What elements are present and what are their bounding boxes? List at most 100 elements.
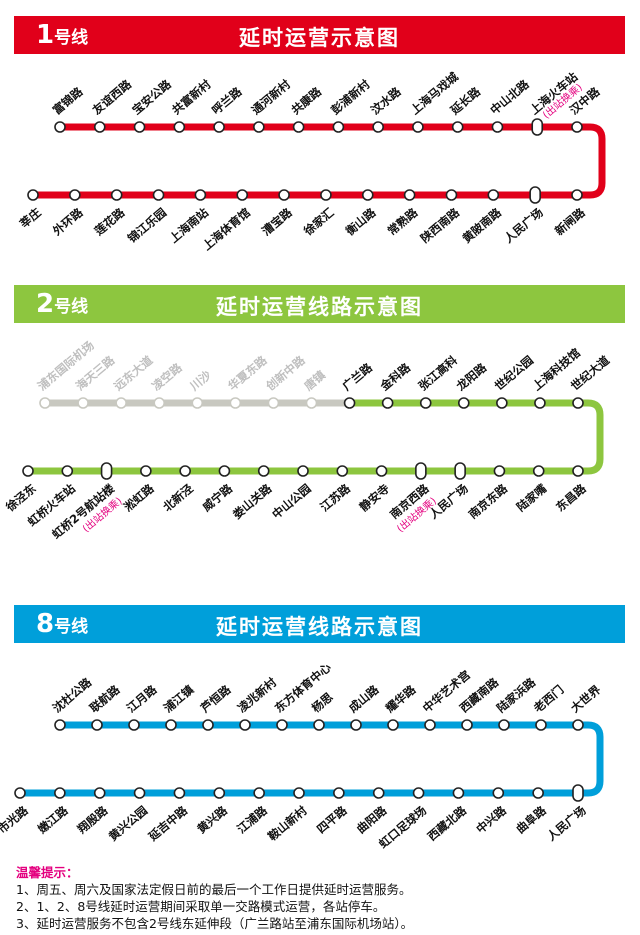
- station-label: 汶水路: [368, 84, 404, 117]
- station-label: 翔殷路: [74, 803, 111, 837]
- station-label: 嫩江路: [35, 803, 71, 836]
- station-marker: [22, 465, 34, 477]
- station-marker: [152, 189, 165, 201]
- station-label: 凌空路: [149, 360, 185, 393]
- station-label: 创新中路: [263, 353, 308, 394]
- station-marker: [532, 787, 544, 799]
- station-label: 市光路: [0, 803, 31, 836]
- transfer-station-marker: [454, 462, 466, 480]
- notes-section: 温馨提示： 1、周五、周六及国家法定假日前的最后一个工作日提供延时运营服务。 2…: [16, 864, 626, 932]
- station-label: 杨思: [309, 689, 336, 715]
- note-item: 2、1、2、8号线延时运营期间采取单一交路模式运营，各站停车。: [16, 899, 386, 914]
- station-label: 曲阳路: [354, 803, 390, 836]
- station-label: 江月路: [124, 682, 160, 715]
- station-label: 唐镇: [301, 367, 329, 393]
- station-label: 静安寺: [357, 481, 393, 514]
- station-label: 华夏东路: [225, 353, 270, 394]
- station-marker: [276, 719, 288, 731]
- line8-title: 延时运营线路示意图: [216, 615, 423, 639]
- station-label: 中山公园: [269, 481, 313, 521]
- station-label: 成山路: [346, 682, 382, 715]
- station-label: 江苏路: [317, 481, 353, 514]
- station-marker: [115, 397, 127, 409]
- station-marker: [350, 719, 362, 731]
- station-marker: [571, 121, 583, 133]
- station-marker: [424, 719, 436, 731]
- line8-header: 8号线 延时运营线路示意图: [14, 605, 625, 643]
- station-marker: [372, 787, 385, 799]
- station-marker: [140, 465, 152, 477]
- station-label: 徐家汇: [300, 205, 337, 239]
- station-label: 陕西南路: [418, 205, 463, 246]
- station-marker: [412, 787, 425, 799]
- station-label: 曲阜路: [513, 803, 549, 836]
- station-label: 宝安公路: [129, 77, 174, 118]
- station-label: 上海体育馆: [200, 205, 253, 253]
- station-marker: [213, 787, 226, 799]
- station-label: 陆家嘴: [514, 481, 550, 514]
- station-label: 威宁路: [200, 481, 236, 514]
- station-label: 友谊西路: [90, 77, 135, 118]
- station-label: 共康路: [289, 84, 325, 117]
- station-label: 中山北路: [487, 77, 532, 118]
- station-marker: [333, 787, 345, 799]
- station-marker: [179, 465, 191, 477]
- station-label: 远东大道: [111, 353, 156, 394]
- station-label: 娄山关路: [230, 481, 275, 522]
- station-marker: [133, 787, 146, 799]
- station-label: 鞍山新村: [265, 803, 310, 844]
- station-marker: [381, 397, 394, 409]
- station-marker: [14, 787, 26, 799]
- station-marker: [54, 121, 66, 133]
- station-marker: [239, 719, 251, 731]
- station-label: 常熟路: [385, 205, 421, 238]
- station-label: 呼兰路: [209, 84, 245, 117]
- station-label: 人民广场: [544, 803, 589, 844]
- station-marker: [110, 189, 123, 201]
- station-marker: [305, 397, 318, 409]
- station-marker: [445, 189, 458, 201]
- line2-number: 2号线: [36, 289, 89, 319]
- station-label: 四平路: [314, 803, 350, 836]
- station-marker: [93, 121, 106, 133]
- notes-title: 温馨提示：: [16, 865, 79, 880]
- station-marker: [491, 121, 504, 133]
- line2-header: 2号线 延时运营线路示意图: [14, 285, 625, 323]
- station-label: 世纪公园: [492, 353, 536, 393]
- station-marker: [493, 465, 506, 477]
- station-label: 衡山路: [343, 205, 379, 238]
- station-marker: [534, 397, 546, 409]
- station-label: 人民广场: [501, 205, 546, 246]
- line1-number: 1号线: [36, 20, 89, 50]
- note-item: 3、延时运营服务不包含2号线东延伸段（广兰路站至浦东国际机场站）。: [16, 916, 414, 931]
- station-marker: [387, 719, 399, 731]
- station-label: 浦江镇: [161, 682, 197, 715]
- transfer-station-marker: [531, 118, 544, 136]
- line8-number: 8号线: [36, 609, 89, 639]
- station-label: 黄陂南路: [460, 205, 505, 246]
- track-turn: [578, 721, 604, 797]
- line1-title: 延时运营示意图: [239, 26, 400, 50]
- station-marker: [173, 787, 186, 799]
- station-marker: [93, 787, 106, 799]
- station-marker: [27, 189, 39, 201]
- station-marker: [452, 787, 465, 799]
- line1-header: 1号线 延时运营示意图: [14, 16, 625, 54]
- station-label: 沈杜公路: [50, 675, 95, 716]
- station-label: 外环路: [49, 205, 86, 239]
- station-label: 广兰路: [340, 360, 376, 393]
- station-marker: [54, 787, 66, 799]
- station-marker: [194, 189, 207, 201]
- station-label: 龙阳路: [453, 360, 490, 394]
- station-marker: [457, 397, 470, 409]
- station-marker: [253, 787, 265, 799]
- station-marker: [361, 189, 374, 201]
- station-marker: [412, 121, 424, 133]
- station-marker: [343, 397, 356, 409]
- station-marker: [487, 189, 500, 201]
- station-label: 张江高科: [416, 353, 461, 394]
- station-marker: [375, 465, 388, 477]
- station-marker: [173, 121, 186, 133]
- station-marker: [191, 397, 204, 409]
- station-marker: [451, 121, 464, 133]
